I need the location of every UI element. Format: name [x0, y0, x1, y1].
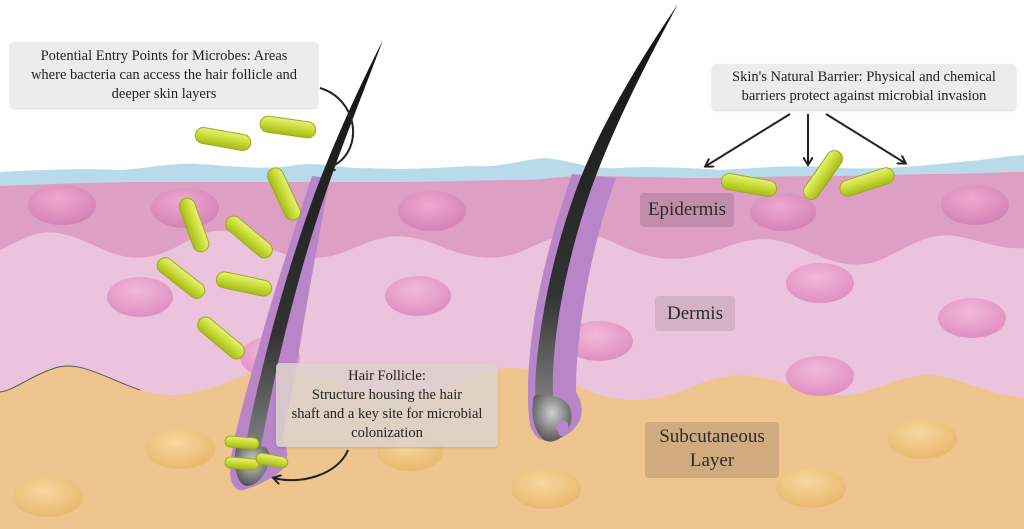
follicle-note: Hair Follicle: Structure housing the hai… — [276, 363, 498, 447]
bacterium — [224, 456, 260, 471]
follicle-arrow — [274, 449, 349, 480]
follicle-line-2: Structure housing the hair — [311, 387, 463, 403]
entry-points-line-3: deeper skin layers — [111, 86, 217, 102]
bacterium — [267, 167, 301, 221]
dermis-cell — [385, 276, 451, 316]
left-hair-shaft — [244, 40, 383, 462]
dermis-cell — [565, 321, 633, 361]
entry-points-line-2: where bacteria can access the hair folli… — [30, 67, 298, 83]
right-hair-shaft — [535, 4, 678, 420]
bacteria — [156, 115, 895, 471]
bacterium — [178, 197, 210, 253]
bacterium — [259, 115, 317, 139]
bacterium — [224, 435, 260, 450]
pointer-arrows — [274, 87, 905, 480]
epidermis-label: Epidermis — [640, 193, 734, 227]
epidermis-cell — [398, 191, 466, 231]
bacterium — [839, 167, 895, 197]
fat-cell — [887, 419, 957, 459]
barrier-layer — [0, 155, 1024, 186]
dermis-label-text: Dermis — [667, 303, 723, 324]
epidermis-label-text: Epidermis — [647, 199, 727, 220]
fat-cell — [13, 477, 83, 517]
subcutaneous-label-line-2: Layer — [689, 450, 735, 471]
bacterium — [225, 215, 273, 259]
follicle-line-3: shaft and a key site for microbial — [291, 406, 483, 422]
subcutaneous-label: Subcutaneous Layer — [645, 422, 779, 478]
barrier-arrow-right — [825, 113, 905, 163]
bacterium — [215, 271, 273, 297]
barrier-line-1: Skin's Natural Barrier: Physical and che… — [732, 69, 996, 85]
bacterium — [255, 452, 289, 469]
follicle-line-1: Hair Follicle: — [348, 368, 426, 384]
bacterium — [156, 257, 206, 299]
right-papilla — [556, 420, 569, 436]
barrier-note: Skin's Natural Barrier: Physical and che… — [712, 64, 1016, 110]
dermis-cell — [786, 356, 854, 396]
entry-arrow — [319, 87, 354, 168]
bacterium — [720, 173, 778, 197]
bacterium — [194, 127, 252, 151]
entry-points-line-1: Potential Entry Points for Microbes: Are… — [40, 48, 288, 64]
entry-points-note: Potential Entry Points for Microbes: Are… — [10, 42, 318, 108]
barrier-line-2: barriers protect against microbial invas… — [741, 88, 987, 104]
dermis-label: Dermis — [655, 296, 735, 331]
epidermis-cells — [28, 185, 1009, 231]
epidermis-cell — [28, 185, 96, 225]
fat-cell — [511, 469, 581, 509]
dermis-boundary-line — [0, 365, 141, 393]
dermis-cell — [938, 298, 1006, 338]
epidermis-cell — [750, 193, 816, 231]
bacterium — [803, 150, 843, 200]
epidermis-cell — [941, 185, 1009, 225]
follicle-line-4: colonization — [351, 425, 423, 441]
bacterium — [197, 316, 245, 360]
dermis-cell — [786, 263, 854, 303]
fat-cell — [145, 429, 215, 469]
subcutaneous-label-line-1: Subcutaneous — [659, 426, 765, 447]
barrier-arrow-left — [706, 113, 791, 166]
fat-cell — [776, 468, 846, 508]
dermis-cell — [107, 277, 173, 317]
